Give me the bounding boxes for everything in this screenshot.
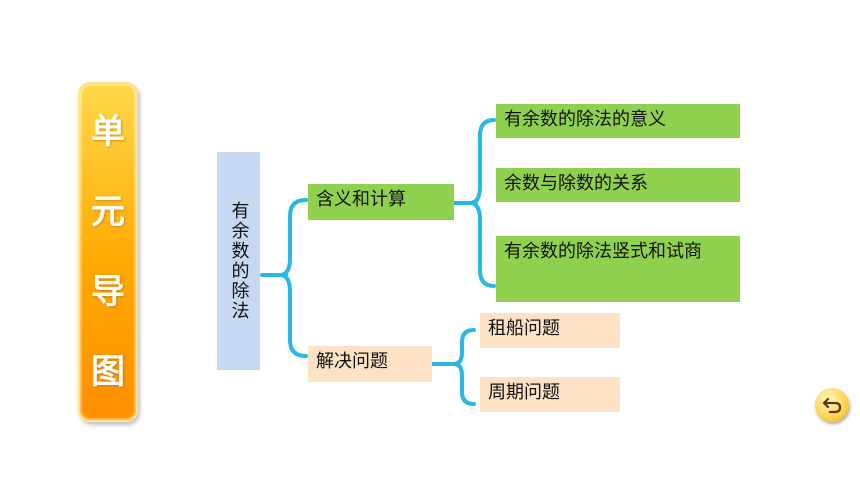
branch-label: 含义和计算 [316, 189, 406, 210]
banner-char-3: 导 [91, 272, 125, 312]
leaf-cycle-problem: 周期问题 [480, 377, 620, 412]
leaf-label: 余数与除数的关系 [504, 173, 648, 194]
branch-label: 解决问题 [316, 351, 388, 372]
leaf-vertical-form-and-trial-quotient: 有余数的除法竖式和试商 [496, 236, 740, 302]
leaf-label: 租船问题 [488, 318, 560, 339]
branch1-brace [452, 118, 496, 288]
leaf-label: 有余数的除法的意义 [504, 109, 666, 130]
leaf-remainder-divisor-relation: 余数与除数的关系 [496, 168, 740, 202]
branch-problem-solving: 解决问题 [308, 346, 432, 382]
back-button[interactable] [815, 388, 849, 422]
banner-char-2: 元 [91, 192, 125, 232]
leaf-remainder-division-meaning: 有余数的除法的意义 [496, 104, 740, 138]
branch-meaning-and-calculation: 含义和计算 [308, 184, 454, 220]
root-label: 有余数的除法 [228, 201, 250, 321]
banner-char-1: 单 [91, 112, 125, 152]
root-node: 有余数的除法 [217, 152, 260, 370]
root-brace [260, 198, 308, 358]
branch2-brace [430, 328, 476, 406]
banner-char-4: 图 [91, 352, 125, 392]
leaf-label: 周期问题 [488, 382, 560, 403]
return-arrow-icon [822, 397, 842, 414]
leaf-boat-rental-problem: 租船问题 [480, 313, 620, 348]
unit-title-banner: 单 元 导 图 [78, 82, 138, 422]
leaf-label: 有余数的除法竖式和试商 [504, 241, 702, 262]
